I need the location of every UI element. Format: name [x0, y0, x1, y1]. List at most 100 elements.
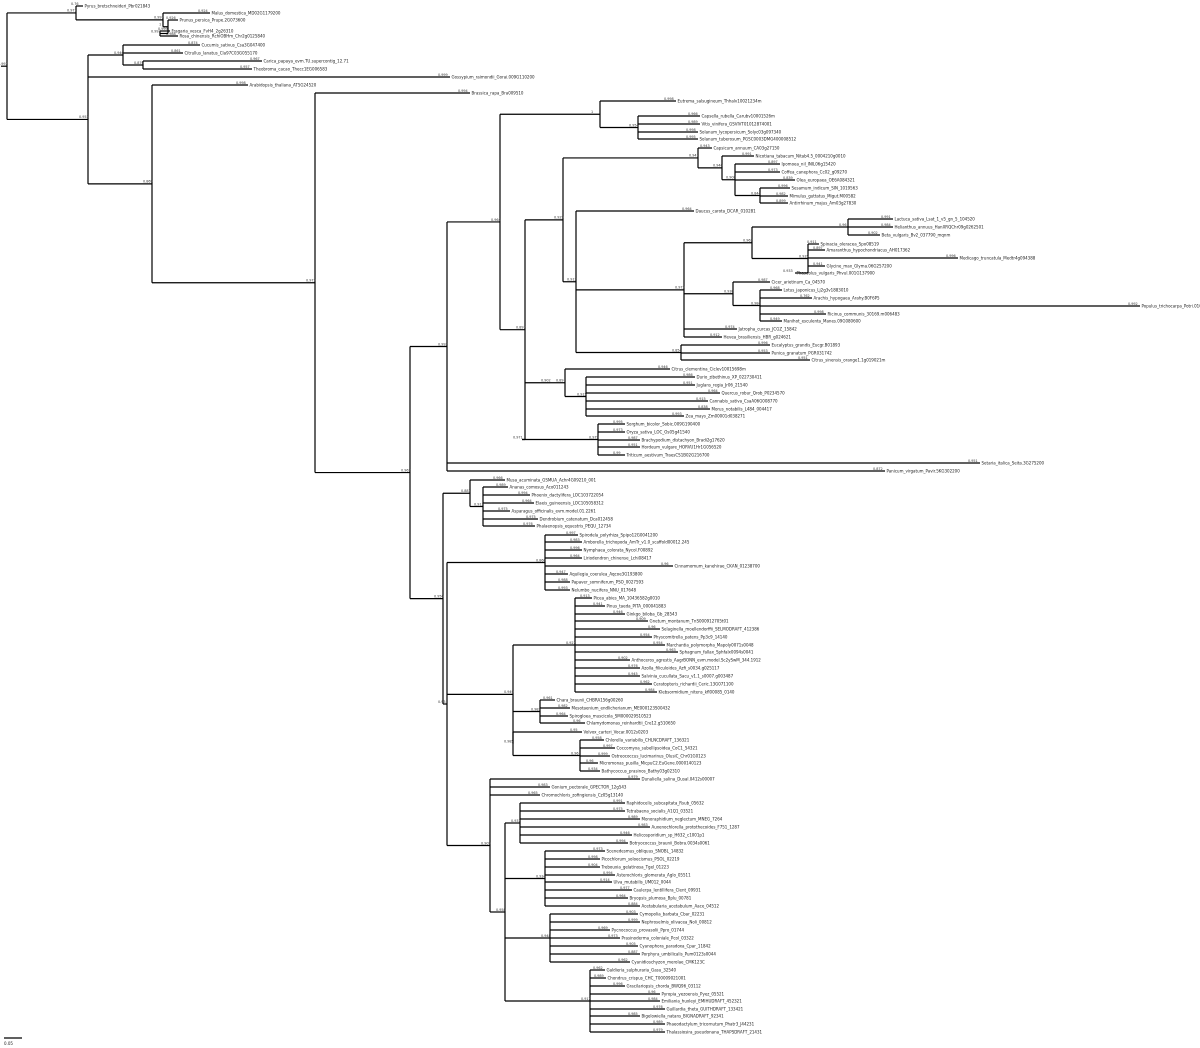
support-value: 0.956	[434, 594, 444, 598]
support-value: 0.861	[171, 49, 181, 53]
support-value: 0.927	[566, 641, 576, 645]
support-value: 0.962	[640, 680, 650, 684]
taxon-label: Chara_braunii_CHBRA156g00260	[557, 697, 624, 702]
support-value: 0.998	[686, 128, 696, 132]
support-value: 0.989	[653, 1020, 663, 1024]
taxon-label: Spinacia_oleracea_Spo08519	[821, 241, 880, 246]
support-value: 0.964	[522, 499, 532, 503]
taxon-label: Trebouxia_gelatinosa_Tgel_01223	[601, 864, 670, 869]
support-value: 0.991	[881, 215, 891, 219]
support-value: 0.962	[401, 468, 411, 472]
support-value: 0.964	[491, 218, 501, 222]
support-value: 0.897	[768, 160, 778, 164]
taxon-label: Panicum_virgatum_Pavir.5KG302200	[887, 468, 961, 473]
taxon-label: Manihot_esculenta_Manes.09G080600	[784, 318, 862, 323]
support-value: 0.95	[570, 728, 578, 732]
taxon-label: Mimulus_guttatus_Migut.M00582	[790, 193, 857, 198]
taxon-label: Amborella_trichopoda_AmTr_v1.0_scaffold0…	[584, 539, 690, 544]
support-value: 0.897	[813, 246, 823, 250]
support-value: 0.971	[67, 9, 77, 13]
taxon-label: Eucalyptus_grandis_Eucgr.B01893	[772, 342, 841, 347]
taxon-label: Aquilegia_coerulea_Aqcoe3G193800	[570, 571, 644, 576]
taxon-label: Oryza_sativa_LOC_Os05g41540	[627, 429, 691, 434]
taxon-label: Glycine_max_Glyma.06G257200	[827, 263, 893, 268]
taxon-label: Quercus_robur_Qrob_P0234570	[722, 390, 786, 395]
taxon-label: Carica_papaya_evm.TU.supercontig_12.71	[264, 58, 350, 63]
support-value: 0.951	[968, 459, 978, 463]
support-value: 0.762	[800, 294, 810, 298]
support-value: 0.996	[758, 341, 768, 345]
taxon-label: Citrus_sinensis_orange1.1g019021m	[812, 357, 886, 362]
taxon-label: Bathycoccus_prasinos_Bathy03g02310	[602, 768, 681, 773]
taxon-label: Vitis_vinifera_GSVIVT01012874001	[702, 121, 773, 126]
taxon-label: Amaranthus_hypochondriacus_AH017362	[827, 247, 911, 252]
support-value: 0.958	[496, 908, 506, 912]
taxon-label: Populus_trichocarpa_Potri.010G148600	[1142, 303, 1200, 308]
support-value: 0.76	[71, 2, 79, 6]
taxon-label: Scenedesmus_obliquus_SNOBL_14832	[607, 848, 685, 853]
support-value: 0.996	[613, 982, 623, 986]
taxon-label: Gossypium_raimondii_Gorai.009G110200	[452, 74, 535, 79]
support-value: 0.973	[608, 934, 618, 938]
support-value: 0.954	[629, 123, 639, 127]
support-value: 0.887	[628, 950, 638, 954]
support-value: 0.962	[593, 966, 603, 970]
taxon-label: Ostreococcus_lucimarinus_OlusiC_Chr01G01…	[612, 753, 707, 758]
taxon-label: Antirrhinum_majus_Am03g27830	[790, 200, 857, 205]
support-value: 0.96	[839, 223, 847, 227]
support-value: 0.999	[628, 918, 638, 922]
taxon-label: Morus_notabilis_L484_004417	[712, 406, 773, 411]
taxon-label: Chromochloris_zofingiensis_Cz05g13140	[542, 792, 624, 797]
support-value: 0.964	[570, 554, 580, 558]
taxon-label: Sphagnum_fallax_Sphfalx0094s0041	[680, 649, 754, 654]
taxon-label: Cucumis_sativus_Csa3G047400	[202, 42, 266, 47]
support-value: 0.89	[556, 379, 564, 383]
taxon-label: Medicago_truncatula_Medtr4g094388	[960, 255, 1036, 260]
support-value: 0.912	[710, 333, 720, 337]
taxon-label: Ricinus_communis_30169.m006483	[828, 311, 901, 316]
support-value: 0.902	[868, 231, 878, 235]
support-value: 0.985	[504, 740, 514, 744]
taxon-label: Pycnococcus_provasolii_Ppro_01744	[612, 927, 685, 932]
support-value: 0.872	[873, 467, 883, 471]
support-value: 0.844	[751, 191, 761, 195]
support-value: 0.876	[134, 61, 144, 65]
support-value: 0.874	[188, 41, 198, 45]
taxon-label: Solanum_lycopersicum_Solyc03g097340	[700, 129, 782, 134]
taxon-label: Caulerpa_lentillifera_Clent_09931	[634, 887, 702, 892]
support-value: 0.908	[726, 176, 736, 180]
taxon-label: Theobroma_cacao_Thecc1EG006583	[253, 66, 328, 71]
taxon-label: Sesamum_indicum_SIN_1019563	[792, 185, 859, 190]
support-value: 0.988	[166, 32, 176, 36]
support-value: 0.929	[554, 216, 564, 220]
support-value: 0.913	[580, 594, 590, 598]
taxon-label: Botryococcus_braunii_Bobra.0034s0061	[630, 840, 711, 845]
support-value: 0.997	[603, 744, 613, 748]
support-value: 0.996	[570, 546, 580, 550]
support-value: 0.96	[573, 719, 581, 723]
support-value: 0.943	[700, 144, 710, 148]
taxon-label: Helianthus_annuus_HanXRQChr09g0262501	[895, 224, 985, 229]
support-value: 0.995	[686, 135, 696, 139]
support-value: 1	[591, 110, 593, 114]
taxon-label: Gnetum_montanum_TnS000912705t01	[650, 618, 729, 623]
support-value: 0.902	[618, 656, 628, 660]
taxon-label: Micromonas_pusilla_MicpuC2.EuGene.000014…	[600, 760, 702, 765]
support-value: 0.999	[158, 27, 168, 31]
taxon-label: Hordeum_vulgare_HORVU1Hr1G056520	[642, 444, 722, 449]
taxon-label: Prasinoderma_coloniale_Pcol_03322	[622, 935, 695, 940]
taxon-label: Citrullus_lanatus_Cla97C03G055170	[185, 50, 258, 55]
taxon-label: Durio_zibethinus_XP_022730411	[697, 374, 763, 379]
support-value: 0.935	[799, 254, 809, 258]
taxon-label: Ulva_mutabilis_UM012_0044	[614, 879, 672, 884]
taxon-label: Azolla_filiculoides_Azfi_s0034.g025117	[642, 665, 720, 670]
support-value: 0.983	[570, 538, 580, 542]
taxon-label: Porphyra_umbilicalis_Pum0123s0044	[642, 951, 717, 956]
taxon-label: Olea_europaea_OE6A084321	[797, 177, 856, 182]
taxon-label: Ipomoea_nil_INIL06g15420	[782, 161, 837, 166]
taxon-label: Ceratopteris_richardii_Ceric.13G071100	[654, 681, 734, 686]
support-value: 0.966	[493, 476, 503, 480]
support-value: 0.991	[613, 799, 623, 803]
taxon-label: Cinnamomum_kanehirae_CKAN_01238700	[675, 563, 761, 568]
taxon-label: Zea_mays_Zm00001d038271	[686, 413, 746, 418]
